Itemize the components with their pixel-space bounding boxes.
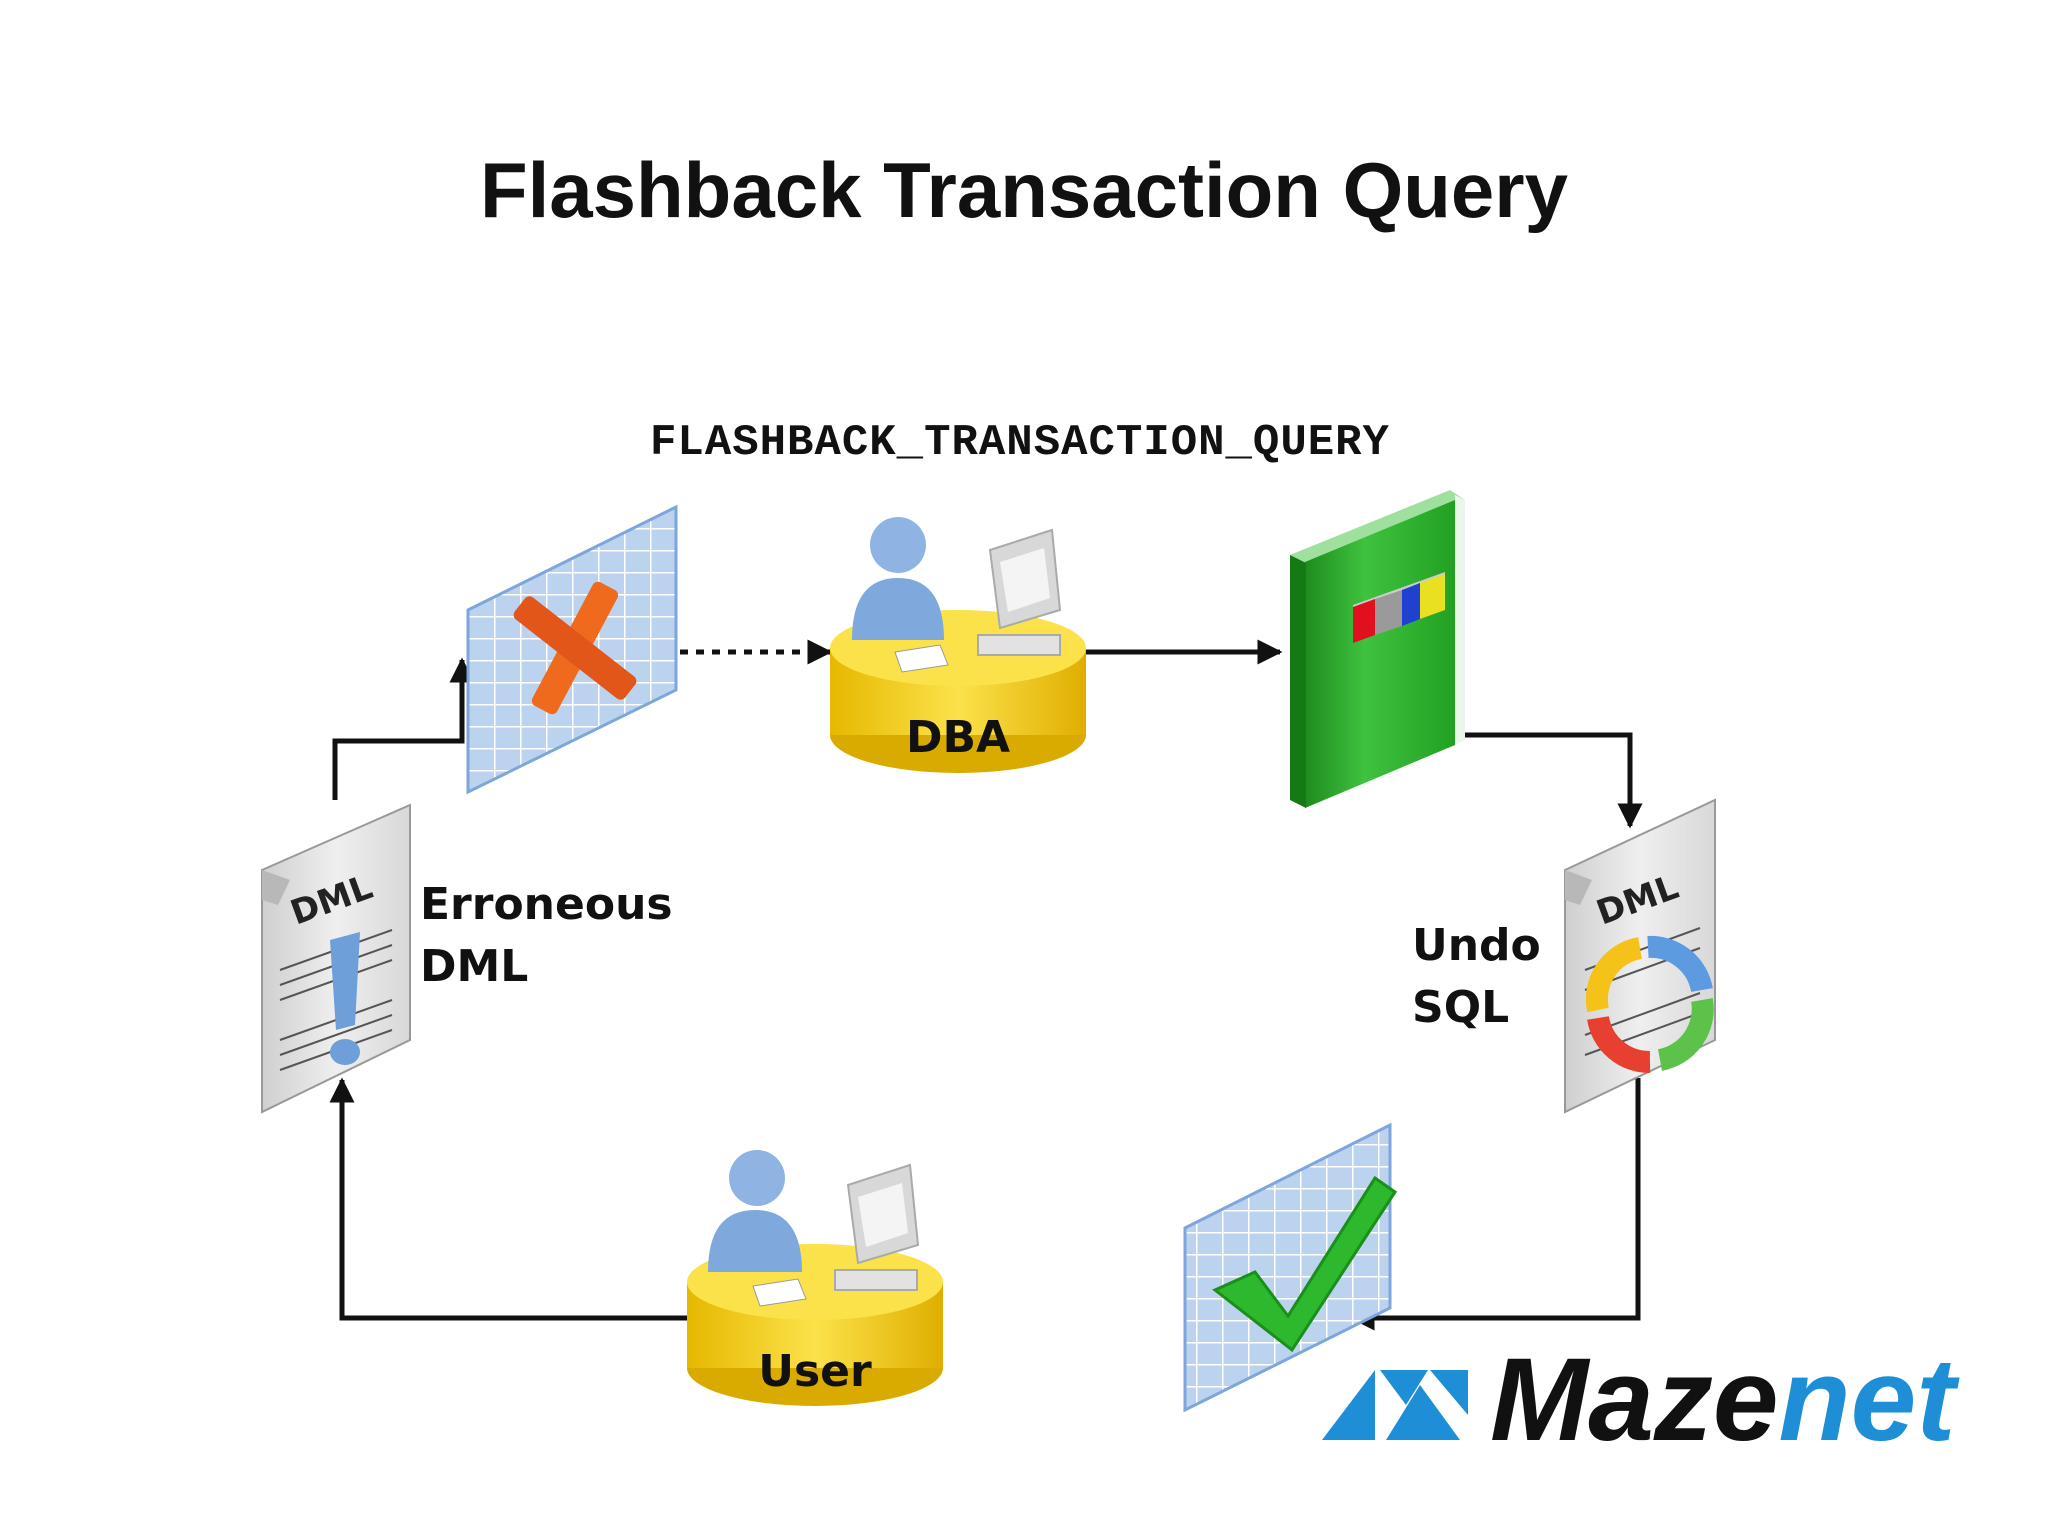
undo-label-line2: SQL — [1412, 982, 1510, 1033]
erroneous-dml-document: DML — [261, 803, 411, 1114]
undo-sql-document: DML — [1564, 798, 1716, 1114]
slide-title: Flashback Transaction Query — [479, 146, 1569, 234]
erroneous-dml-label: Erroneous DML — [420, 874, 673, 998]
undo-book-icon — [1290, 490, 1465, 808]
view-name-label: FLASHBACK_TRANSACTION_QUERY — [650, 418, 1390, 468]
undo-sql-label: Undo SQL — [1412, 915, 1541, 1039]
dba-station — [830, 517, 1086, 773]
x-mark-icon — [513, 581, 637, 715]
erroneous-table-icon — [466, 504, 678, 795]
refresh-cycle-icon — [1585, 935, 1714, 1074]
svg-text:Mazenet: Mazenet — [1490, 1334, 1960, 1466]
computer-icon — [834, 1163, 920, 1291]
user-station — [687, 1150, 943, 1406]
erroneous-label-line2: DML — [420, 941, 529, 992]
arrow-dml-to-grid — [332, 657, 475, 800]
logo-text-dark: Maze — [1490, 1334, 1779, 1466]
arrow-undo-to-grid — [1349, 1078, 1641, 1331]
person-icon — [852, 517, 944, 640]
arrow-user-to-dml — [329, 1077, 690, 1321]
user-label: User — [758, 1346, 872, 1397]
exclamation-icon — [330, 932, 360, 1065]
mazenet-logo: Mazenet — [1322, 1334, 1960, 1466]
dba-label: DBA — [906, 712, 1010, 763]
logo-text-blue: net — [1779, 1334, 1961, 1466]
erroneous-label-line1: Erroneous — [420, 879, 673, 930]
computer-icon — [977, 528, 1062, 656]
undo-label-line1: Undo — [1412, 920, 1541, 971]
corrected-table-icon — [1183, 1122, 1398, 1413]
arrow-book-to-undo — [1452, 650, 1643, 829]
checkmark-icon — [1212, 1175, 1398, 1353]
person-icon — [708, 1150, 802, 1272]
connector-lines — [329, 639, 1643, 1331]
